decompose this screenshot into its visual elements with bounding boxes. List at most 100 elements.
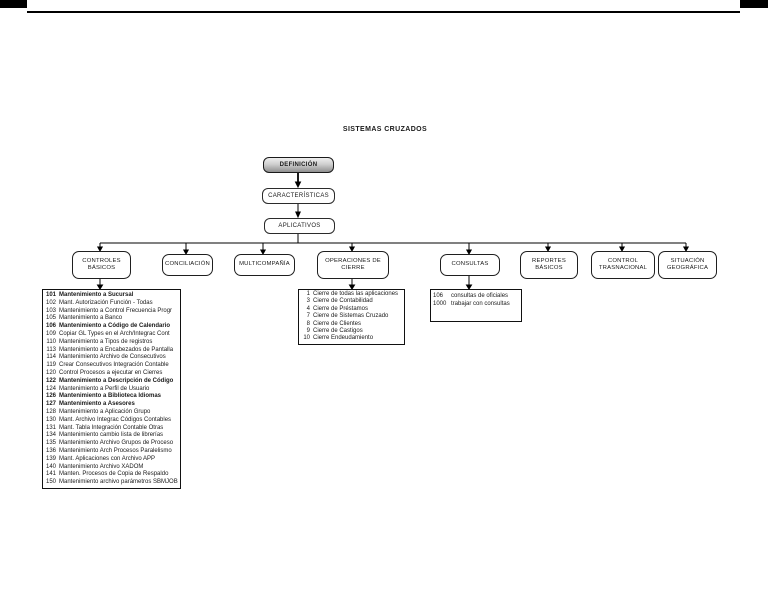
list-item-number: 106 [433,293,444,299]
list-item-text: Mant. Aplicaciones con Archivo APP [59,455,156,462]
branch-situacion-geografica: SITUACIÓN GEOGRÁFICA [658,251,717,279]
node-definicion-label: DEFINICIÓN [279,162,318,168]
list-item-number: 136 [45,447,56,454]
list-item-text: consultas de oficiales [451,293,509,299]
list-item-number: 122 [45,377,56,384]
list-item-number: 4 [306,305,310,312]
list-item-text: Mantenimiento Arch Procesos Paralelismo [59,447,172,454]
list-item-number: 9 [306,328,310,335]
list-item-text: Mant. Autorización Función - Todas [59,299,153,306]
node-aplicativos-label: APLICATIVOS [278,223,321,229]
list-item-text: Cierre de todas las aplicaciones [313,291,399,297]
list-item-number: 3 [306,298,310,305]
list-item-text: Mantenimiento a Descripción de Código [59,377,174,384]
list-item-text: Mant. Tabla Integración Contable Otras [59,424,164,431]
list-item-number: 114 [46,354,56,361]
list-item-number: 8 [306,320,310,327]
list-item-number: 103 [45,307,56,314]
list-item-number: 126 [45,393,56,400]
list-item-text: Mantenimiento Archivo de Consecutivos [59,354,166,361]
list-item-number: 105 [45,315,56,322]
list-item-text: Mantenimiento a Sucursal [59,292,134,298]
node-caracteristicas-label: CARACTERÍSTICAS [268,193,329,199]
scan-artifact-right [740,0,768,8]
list-item-number: 130 [45,416,56,423]
list-item-number: 1 [306,291,310,297]
list-item-text: Cierre de Clientes [313,320,362,327]
branch-reportes-basicos: REPORTES BÁSICOS [520,251,578,279]
branch-controles-basicos: CONTROLES BÁSICOS [72,251,131,279]
branch-label: CONSULTAS [451,261,489,268]
list-item-text: Manten. Procesos de Copia de Respaldo [59,471,169,478]
list-item-text: Mantenimiento a Asesores [59,401,135,408]
list-item-number: 106 [45,323,56,330]
branch-multicompania: MULTICOMPAÑÍA [234,254,295,276]
list-item-text: Copiar GL Types en el Arch/Integrac Cont [59,330,170,337]
list-item-text: Cierre de Castigos [313,328,363,335]
list-item-text: Mantenimiento a Aplicación Grupo [59,408,151,415]
branch-conciliacion: CONCILIACIÓN [162,254,213,276]
node-caracteristicas: CARACTERÍSTICAS [262,188,335,204]
list-item-number: 109 [45,330,56,337]
list-item-number: 110 [46,338,56,345]
list-item-number: 124 [45,385,56,392]
scan-artifact-line [27,11,740,13]
branch-label: CONTROL TRASNACIONAL [598,257,648,271]
list-item-text: Mantenimiento a Banco [59,315,123,322]
list-item: 106 consultas de oficiales [433,292,521,300]
branch-label: CONCILIACIÓN [165,261,210,268]
list-item-text: Cierre Endeudamiento [313,335,374,342]
list-item-number: 128 [45,408,56,415]
list-item-text: trabajar con consultas [451,301,510,307]
list-item-text: Cierre de Contabilidad [313,298,373,305]
list-item-number: 140 [45,463,56,470]
list-item-text: Mantenimiento a Código de Calendario [59,323,171,330]
list-item-number: 139 [45,455,56,462]
list-item-number: 127 [45,401,56,408]
list-item-text: Mantenimiento a Tipos de registros [59,338,153,345]
list-item-text: Mantenimiento a Biblioteca Idiomas [59,393,162,400]
node-definicion: DEFINICIÓN [263,157,334,173]
branch-consultas: CONSULTAS [440,254,500,276]
list-item-number: 134 [45,432,56,439]
list-item-number: 131 [45,424,56,431]
node-aplicativos: APLICATIVOS [264,218,335,234]
branch-operaciones-cierre: OPERACIONES DE CIERRE [317,251,389,279]
list-item-number: 113 [46,346,56,353]
list-item-number: 10 [303,335,310,342]
list-item-number: 141 [45,471,56,478]
list-item-number: 101 [45,292,56,298]
list-item-number: 102 [45,299,56,306]
branch-label: CONTROLES BÁSICOS [82,257,121,271]
list-item-text: Mantenimiento Archivo Grupos de Proceso [59,440,174,447]
branch-label: SITUACIÓN GEOGRÁFICA [666,257,709,271]
